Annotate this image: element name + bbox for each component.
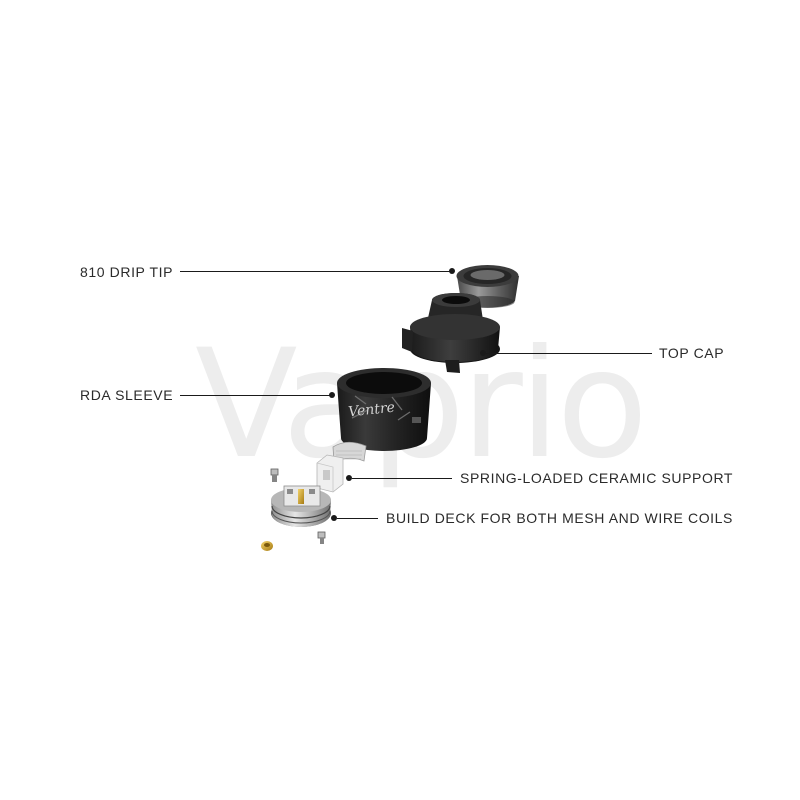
label-build-deck: BUILD DECK FOR BOTH MESH AND WIRE COILS — [386, 510, 733, 526]
top-cap-part — [402, 293, 500, 373]
sleeve-logo-text: Ventre — [348, 400, 396, 421]
leader-dot-ceramic-support — [346, 475, 352, 481]
leader-dot-build-deck — [331, 515, 337, 521]
label-top-cap: TOP CAP — [659, 345, 725, 361]
leader-line-build-deck — [337, 518, 378, 519]
leader-line-drip-tip — [180, 271, 452, 272]
leader-dot-rda-sleeve — [329, 392, 335, 398]
gold-contact-pin — [261, 541, 273, 551]
leader-line-rda-sleeve — [180, 395, 331, 396]
deck-screw — [270, 468, 279, 482]
label-rda-sleeve: RDA SLEEVE — [80, 387, 174, 403]
label-spring-loaded-ceramic-support: SPRING-LOADED CERAMIC SUPPORT — [460, 470, 734, 486]
build-deck-part — [271, 485, 331, 527]
label-810-drip-tip: 810 DRIP TIP — [80, 264, 174, 280]
leader-line-top-cap — [486, 353, 652, 354]
rda-sleeve-part — [337, 368, 431, 451]
leader-dot-drip-tip — [449, 268, 455, 274]
deck-screw — [317, 531, 326, 544]
leader-line-ceramic-support — [352, 478, 452, 479]
leader-dot-top-cap — [480, 350, 486, 356]
ceramic-support-part — [316, 441, 367, 493]
